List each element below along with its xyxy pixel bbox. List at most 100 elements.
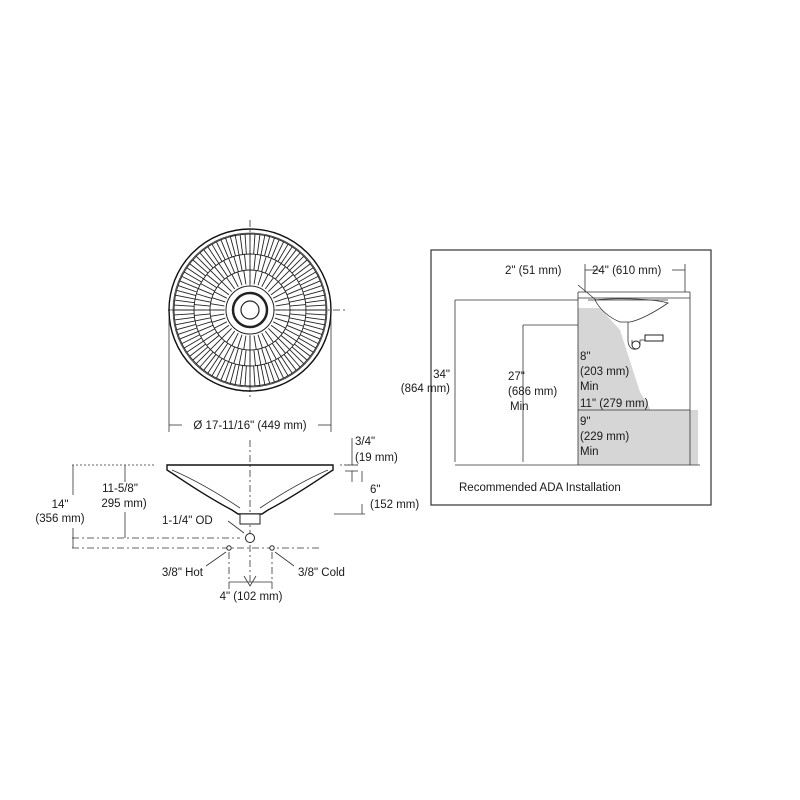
- pattern-rib: [296, 340, 314, 353]
- pattern-rib: [294, 343, 311, 357]
- pattern-rib: [195, 349, 211, 365]
- pattern-rib: [237, 271, 243, 286]
- bowl-inner-profile: [171, 469, 329, 509]
- ada-width-label: 24" (610 mm): [592, 265, 661, 277]
- height14-in: 14": [52, 499, 69, 511]
- pattern-rib: [253, 270, 257, 285]
- pattern-rib: [200, 283, 215, 292]
- pattern-rib: [256, 365, 261, 386]
- pattern-rib: [210, 337, 223, 350]
- pattern-rib: [239, 234, 244, 255]
- pattern-rib: [183, 271, 202, 283]
- pattern-rib: [174, 313, 195, 316]
- supply-spacing-arrow: [243, 575, 257, 587]
- pattern-rib: [218, 263, 229, 277]
- ada-knee-min: Min: [510, 401, 529, 413]
- hot-leader: [205, 551, 227, 567]
- pattern-rib: [288, 293, 304, 299]
- pattern-rib: [210, 313, 225, 317]
- ada-caption: Recommended ADA Installation: [459, 482, 621, 494]
- pattern-rib: [305, 299, 326, 304]
- pattern-rib: [214, 340, 225, 354]
- pattern-rib: [302, 327, 323, 335]
- pattern-rib: [261, 332, 269, 346]
- drain-height-mm: 295 mm): [101, 498, 147, 510]
- pattern-rib: [277, 337, 290, 350]
- pattern-rib: [181, 334, 200, 345]
- pattern-rib: [175, 320, 196, 326]
- pattern-rib: [253, 349, 256, 366]
- pattern-rib: [174, 299, 195, 304]
- drain-hole: [240, 300, 260, 320]
- pattern-rib: [253, 234, 256, 255]
- basin-inner-rim: [172, 232, 328, 388]
- pattern-rib: [264, 363, 271, 384]
- depth-in: 6": [370, 484, 380, 496]
- pattern-rib: [231, 332, 239, 346]
- ada-toe-height-mm: (229 mm): [580, 431, 629, 443]
- pattern-rib: [264, 258, 272, 274]
- pattern-rib: [225, 362, 233, 383]
- pattern-rib: [286, 288, 302, 296]
- pattern-rib: [200, 328, 215, 337]
- pattern-rib: [223, 260, 232, 275]
- drain-outlet: [245, 533, 255, 543]
- pattern-rib: [264, 346, 272, 362]
- pattern-rib: [207, 356, 220, 374]
- pattern-rib: [264, 330, 274, 343]
- pattern-rib: [221, 328, 232, 339]
- pattern-rib: [267, 237, 275, 258]
- pattern-rib: [214, 291, 228, 299]
- pattern-rib: [196, 293, 212, 299]
- pattern-rib: [304, 320, 325, 326]
- pattern-rib: [231, 274, 239, 288]
- pattern-rib: [194, 298, 211, 303]
- drain-tailpiece: [239, 513, 261, 525]
- pattern-rib: [289, 317, 306, 322]
- pattern-rib: [199, 351, 214, 368]
- pattern-rib: [256, 234, 261, 255]
- pattern-rib: [233, 256, 239, 272]
- pattern-rib: [277, 358, 289, 377]
- pattern-rib: [179, 331, 199, 340]
- pattern-rib: [289, 304, 306, 307]
- pattern-rib: [283, 354, 297, 371]
- pattern-rib: [296, 267, 314, 280]
- pattern-rib: [177, 285, 198, 293]
- pattern-rib: [179, 280, 199, 289]
- pattern-rib: [226, 277, 236, 290]
- pattern-rib: [268, 260, 277, 275]
- pattern-rib: [260, 364, 266, 385]
- pattern-rib: [268, 345, 277, 360]
- pattern-rib: [196, 321, 212, 327]
- pattern-rib: [223, 345, 232, 360]
- knee-clearance-zone: [578, 308, 650, 465]
- pattern-rib: [285, 328, 300, 337]
- drain-height-in: 11-5/8": [102, 483, 138, 495]
- pattern-rib: [228, 346, 236, 362]
- pattern-rib: [264, 236, 271, 257]
- ada-toe-height-in: 9": [580, 416, 590, 428]
- ada-toe-label: 11" (279 mm): [580, 398, 649, 410]
- bowl-profile: [166, 464, 334, 515]
- pattern-rib: [244, 365, 247, 386]
- pattern-rib: [229, 236, 236, 257]
- ada-frame: [430, 249, 712, 506]
- pattern-rib: [203, 354, 217, 371]
- cold-label: 3/8" Cold: [298, 567, 345, 579]
- ada-trap-bend: [631, 340, 641, 350]
- pattern-rib: [244, 234, 247, 255]
- pattern-rib: [215, 241, 226, 260]
- pattern-rib: [261, 256, 267, 272]
- ada-sink-bowl: [594, 298, 669, 323]
- drain-od-label: 1-1/4" OD: [162, 515, 213, 527]
- pattern-rib: [198, 288, 214, 296]
- ada-setback-label: 2" (51 mm): [505, 265, 562, 277]
- pattern-rib: [237, 334, 243, 349]
- drain-od-leader: [227, 520, 245, 534]
- pattern-rib: [174, 304, 195, 307]
- pattern-rib: [203, 278, 217, 289]
- depth-mm: (152 mm): [370, 499, 419, 511]
- pattern-rib: [217, 286, 230, 296]
- ada-knee-in: 27": [508, 371, 525, 383]
